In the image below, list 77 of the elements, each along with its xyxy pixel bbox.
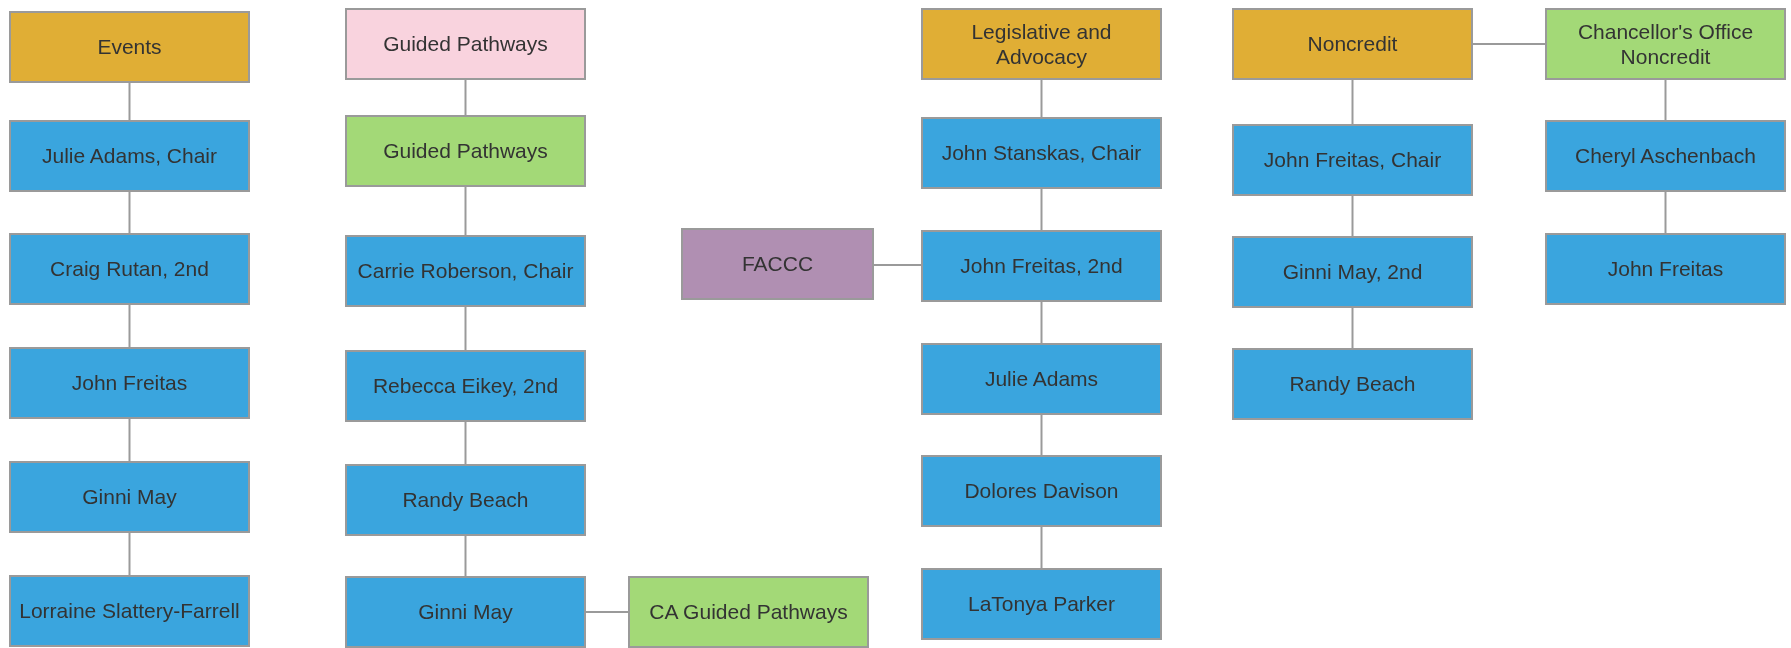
member-name: Randy Beach	[1289, 371, 1416, 397]
member-name: Randy Beach	[402, 487, 529, 513]
connector-line	[1472, 43, 1546, 45]
connector-line	[585, 611, 629, 613]
member-name: John Freitas, Chair	[1263, 147, 1442, 173]
connector-line	[464, 306, 467, 351]
org-box	[1232, 8, 1473, 80]
org-box	[921, 455, 1162, 527]
org-box	[345, 115, 586, 187]
org-box	[9, 575, 250, 647]
member-name: Carrie Roberson, Chair	[357, 258, 574, 284]
connector-line	[464, 79, 467, 116]
member-name: Ginni May	[418, 599, 513, 625]
member-name: LaTonya Parker	[967, 591, 1116, 617]
org-box	[921, 568, 1162, 640]
connector-line	[1351, 307, 1354, 349]
connector-line	[464, 186, 467, 236]
connector-line	[1040, 301, 1043, 344]
org-box	[9, 347, 250, 419]
connector-line	[128, 191, 131, 234]
member-name: Rebecca Eikey, 2nd	[372, 373, 559, 399]
org-box	[9, 120, 250, 192]
connector-line	[873, 264, 922, 266]
member-name: Lorraine Slattery-Farrell	[19, 598, 240, 624]
member-name: Legislative and Advocacy	[970, 18, 1113, 70]
member-name: Julie Adams, Chair	[41, 143, 218, 169]
member-name: FACCC	[741, 251, 814, 277]
member-name: John Stanskas, Chair	[941, 140, 1142, 166]
connector-line	[128, 304, 131, 348]
member-name: Craig Rutan, 2nd	[50, 256, 209, 282]
org-box	[1232, 124, 1473, 196]
org-box	[345, 350, 586, 422]
org-box	[921, 8, 1162, 80]
member-name: Guided Pathways	[383, 138, 548, 164]
member-name: Ginni May, 2nd	[1282, 259, 1423, 285]
org-box	[345, 8, 586, 80]
org-box	[345, 235, 586, 307]
org-box	[921, 117, 1162, 189]
connector-line	[1351, 195, 1354, 237]
member-name: Chancellor's Office Noncredit	[1576, 18, 1755, 70]
connector-line	[128, 82, 131, 121]
member-name: Noncredit	[1307, 31, 1398, 57]
member-name: Julie Adams	[984, 366, 1099, 392]
member-name: Dolores Davison	[964, 478, 1119, 504]
org-box	[1545, 8, 1786, 80]
member-name: Cheryl Aschenbach	[1575, 143, 1756, 169]
connector-line	[128, 532, 131, 576]
org-box	[9, 461, 250, 533]
org-box	[1232, 348, 1473, 420]
member-name: CA Guided Pathways	[649, 599, 848, 625]
member-name: John Freitas	[1607, 256, 1724, 282]
connector-line	[1040, 526, 1043, 569]
org-box	[9, 233, 250, 305]
connector-line	[464, 535, 467, 577]
org-box	[921, 230, 1162, 302]
member-name: John Freitas, 2nd	[960, 253, 1123, 279]
org-box	[1232, 236, 1473, 308]
connector-line	[464, 421, 467, 465]
org-box	[1545, 120, 1786, 192]
org-box	[9, 11, 250, 83]
connector-line	[1664, 79, 1667, 121]
member-name: Events	[97, 34, 162, 60]
org-box	[345, 576, 586, 648]
connector-line	[1351, 79, 1354, 125]
org-box	[1545, 233, 1786, 305]
org-box	[681, 228, 874, 300]
member-name: Ginni May	[82, 484, 177, 510]
org-box	[345, 464, 586, 536]
org-box	[628, 576, 869, 648]
connector-line	[1664, 191, 1667, 234]
org-box	[921, 343, 1162, 415]
connector-line	[1040, 188, 1043, 231]
connector-line	[1040, 414, 1043, 456]
connector-line	[128, 418, 131, 462]
member-name: Guided Pathways	[383, 31, 548, 57]
member-name: John Freitas	[71, 370, 188, 396]
connector-line	[1040, 79, 1043, 118]
